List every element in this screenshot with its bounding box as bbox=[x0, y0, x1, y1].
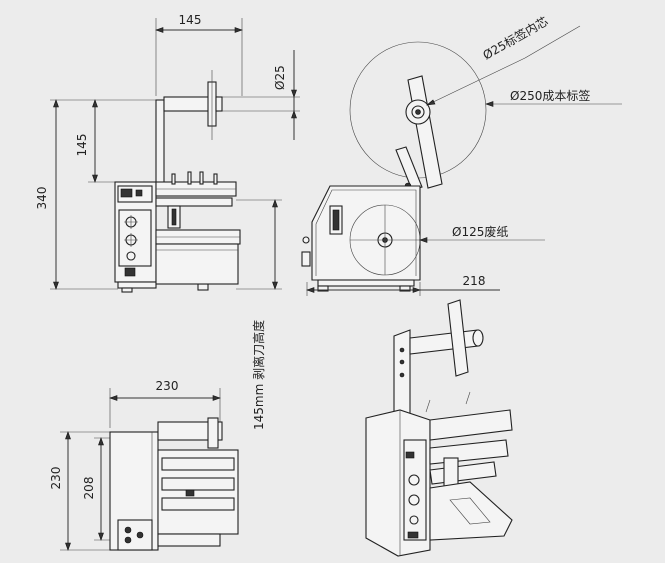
top-view: 230 230 208 bbox=[49, 379, 239, 551]
isometric-view bbox=[365, 299, 513, 557]
dim-upper-height: 145 bbox=[75, 134, 89, 157]
dim-bottom-depth-outer: 230 bbox=[49, 467, 63, 490]
dim-peel-height: 145mm 剥离刀高度 bbox=[251, 320, 266, 430]
dim-bottom-depth-inner: 208 bbox=[82, 477, 96, 500]
dim-bottom-width: 230 bbox=[156, 379, 179, 393]
dim-side-depth: 218 bbox=[463, 274, 486, 288]
dim-waste-dia: Ø125废纸 bbox=[452, 224, 508, 239]
dim-label-dia: Ø250成本标签 bbox=[510, 88, 590, 103]
dim-top-width: 145 bbox=[179, 13, 202, 27]
front-view: 145 Ø25 340 145 bbox=[35, 13, 300, 293]
dim-total-height: 340 bbox=[35, 187, 49, 210]
side-view: Ø25标签内芯 Ø250成本标签 Ø125废纸 218 bbox=[301, 13, 622, 296]
dim-shaft-dia: Ø25 bbox=[273, 65, 287, 90]
dim-core-dia: Ø25标签内芯 bbox=[480, 13, 550, 62]
